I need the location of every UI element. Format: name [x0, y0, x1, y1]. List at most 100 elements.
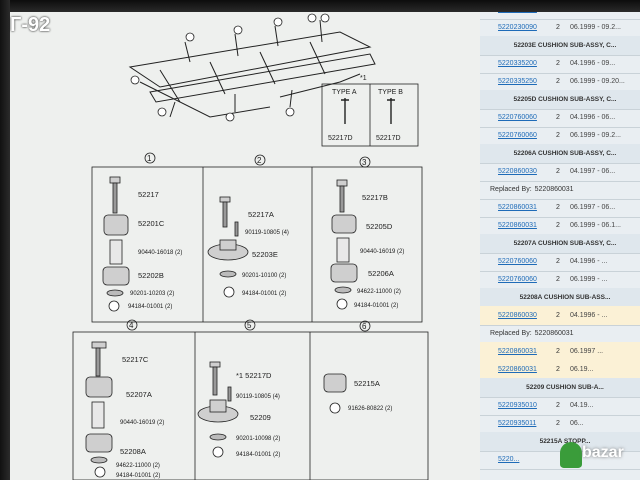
- part-number-link[interactable]: 5220335200: [498, 60, 537, 67]
- quantity: 2: [556, 132, 560, 139]
- group-title: 52209 CUSHION SUB-A...: [526, 384, 604, 391]
- part-number-link[interactable]: 5220935011: [498, 420, 537, 427]
- replaced-by-row: Replaced By:5220860031: [480, 180, 640, 200]
- part-number-link[interactable]: 5220...: [498, 456, 520, 463]
- part-number-link[interactable]: 5220760060: [498, 114, 537, 121]
- monitor-bezel-top: [0, 0, 640, 12]
- quantity: 2: [556, 204, 560, 211]
- date-range: 06.1999 - 09.20...: [570, 78, 625, 85]
- quantity: 2: [556, 402, 560, 409]
- quantity: 2: [556, 78, 560, 85]
- part-label: 94622-11000 (2): [357, 289, 401, 295]
- date-range: 06.1997 ...: [570, 348, 604, 355]
- table-row: 5220860031 2 06.19...: [480, 360, 640, 380]
- part-label: 52217: [138, 190, 159, 199]
- table-row: 5220230090 2 06.1999 - 09.2...: [480, 18, 640, 38]
- date-range: 06...: [570, 420, 584, 427]
- type-b-label: TYPE B: [378, 89, 403, 96]
- parts-diagram-svg: *1 TYPE A TYPE B 52217D 52217D: [72, 13, 429, 480]
- bag-icon: [560, 442, 582, 468]
- replaced-by-label: Replaced By:: [490, 330, 532, 337]
- part-label: 90201-10100 (2): [242, 273, 286, 279]
- section-number: 6: [362, 322, 367, 331]
- table-row: 5220...: [480, 450, 640, 470]
- part-number-link[interactable]: 5220860031: [498, 222, 537, 229]
- part-label: 94184-01001 (2): [354, 303, 398, 309]
- part-label: 52208A: [120, 447, 146, 456]
- page-tag: Г-92: [10, 14, 51, 36]
- part-label: 52217C: [122, 355, 149, 364]
- part-number-link[interactable]: 5220860030: [498, 168, 537, 175]
- part-number-link[interactable]: 5220230090: [498, 24, 537, 31]
- section-number: 4: [129, 321, 134, 330]
- section-4-parts: [85, 341, 113, 478]
- watermark-text: bazar: [582, 444, 624, 461]
- part-number-link[interactable]: 5220860031: [498, 366, 537, 373]
- type-box: *1 TYPE A TYPE B 52217D 52217D: [321, 75, 419, 147]
- section-number: 5: [247, 321, 252, 330]
- part-number-link[interactable]: 5220760060: [498, 132, 537, 139]
- part-number-link[interactable]: 5220860031: [498, 204, 537, 211]
- frame-drawing: [128, 19, 376, 118]
- quantity: 2: [556, 114, 560, 121]
- part-label: 52217A: [248, 210, 274, 219]
- part-label: 52205D: [366, 222, 393, 231]
- part-number-link[interactable]: 5220935010: [498, 402, 537, 409]
- table-group-header: 52203E CUSHION SUB-ASSY, C...: [480, 36, 640, 56]
- section-6-parts: [323, 373, 347, 414]
- date-range: 04.1997 - 06...: [570, 168, 616, 175]
- part-label: 52215A: [354, 379, 380, 388]
- date-range: 06.1999 - 09.2...: [570, 24, 621, 31]
- part-label: 52217B: [362, 193, 388, 202]
- quantity: 2: [556, 222, 560, 229]
- group-title: 52203E CUSHION SUB-ASSY, C...: [513, 42, 617, 49]
- type-box-title: *1: [360, 75, 367, 82]
- replaced-by-label: Replaced By:: [490, 186, 532, 193]
- group-title: 52208A CUSHION SUB-ASS...: [519, 294, 611, 301]
- date-range: 06.1999 - 09.2...: [570, 132, 621, 139]
- part-number-link[interactable]: 5220760060: [498, 276, 537, 283]
- table-group-header: 52206A CUSHION SUB-ASSY, C...: [480, 144, 640, 164]
- quantity: 2: [556, 24, 560, 31]
- part-label: 90201-10203 (2): [130, 291, 174, 297]
- part-number-link[interactable]: 5220335250: [498, 78, 537, 85]
- date-range: 04.1996 - 09...: [570, 60, 616, 67]
- date-range: 06.19...: [570, 366, 594, 373]
- part-number-link[interactable]: 5220860031: [498, 348, 537, 355]
- replacement-part-link[interactable]: 5220860031: [534, 330, 574, 337]
- part-label: 90440-16019 (2): [120, 420, 164, 426]
- type-b-part: 52217D: [376, 135, 401, 142]
- part-number-link[interactable]: 5220760060: [498, 258, 537, 265]
- date-range: 06.1999 - ...: [570, 276, 608, 283]
- section-number: 3: [362, 158, 367, 167]
- replacement-part-link[interactable]: 5220860031: [534, 186, 574, 193]
- section-5-parts: [197, 361, 239, 458]
- quantity: 2: [556, 168, 560, 175]
- part-label: 52209: [250, 413, 271, 422]
- group-title: 52206A CUSHION SUB-ASSY, C...: [513, 150, 617, 157]
- part-label: 90119-10805 (4): [245, 230, 289, 236]
- table-row: 5220860030 2 04.1997 - 06...: [480, 162, 640, 182]
- quantity: 2: [556, 366, 560, 373]
- group-title: 52215A STOPP...: [539, 438, 591, 445]
- table-row: 5220335250 2 06.1999 - 09.20...: [480, 72, 640, 92]
- table-group-header: 52207A CUSHION SUB-ASSY, C...: [480, 234, 640, 254]
- date-range: 04.1996 - ...: [570, 312, 608, 319]
- part-number-link[interactable]: 5220860030: [498, 312, 537, 319]
- quantity: 2: [556, 420, 560, 427]
- part-label: 52201C: [138, 219, 165, 228]
- section-2-parts: [207, 196, 249, 298]
- part-label: 90440-16018 (2): [138, 250, 182, 256]
- table-group-header: 52208A CUSHION SUB-ASS...: [480, 288, 640, 308]
- parts-table: 5220230080204.1996 - 06...5220230090206.…: [480, 0, 640, 480]
- part-label: 52203E: [252, 250, 278, 259]
- part-label: 94184-01001 (2): [242, 291, 286, 297]
- parts-diagram: *1 TYPE A TYPE B 52217D 52217D: [10, 12, 480, 480]
- date-range: 04.1996 - ...: [570, 258, 608, 265]
